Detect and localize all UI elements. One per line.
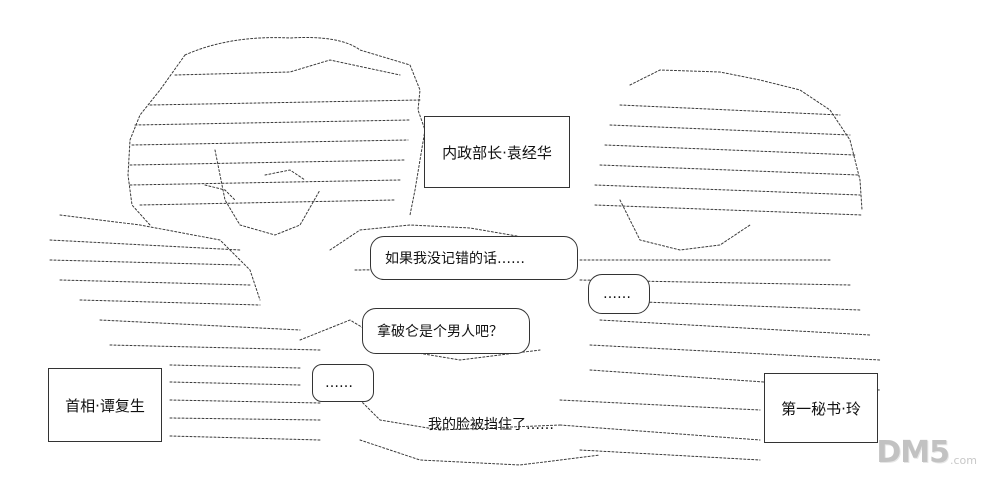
hair-strand-7 [139, 199, 396, 206]
hair-outline-right [629, 69, 863, 211]
body-left-2 [49, 259, 241, 266]
hair-right-1 [619, 104, 841, 116]
hair-strand-6 [129, 179, 401, 186]
shoulder-left [59, 214, 261, 301]
body-right-7 [559, 399, 761, 411]
stripes-2 [169, 364, 301, 369]
body-right-5 [589, 344, 881, 361]
eye-left-1 [204, 184, 236, 201]
watermark-domain-text: .com [950, 454, 977, 467]
body-right-8 [559, 424, 761, 441]
speech-ellipsis-right-text: …… [603, 286, 631, 302]
stripes-4 [169, 399, 321, 404]
label-prime-minister: 首相·谭复生 [48, 368, 162, 442]
stripes-1 [109, 344, 321, 351]
hair-strand-1 [174, 59, 401, 76]
body-left-3 [59, 279, 251, 286]
caption-line3: 我的脸被挡住了…… [428, 414, 554, 434]
speech-bubble-ellipsis-left: …… [312, 364, 374, 402]
hair-right-3 [604, 144, 856, 156]
middle-figure-body [319, 394, 561, 431]
body-right-4 [599, 319, 871, 336]
hair-outline-left [184, 37, 426, 216]
hair-right-5 [594, 184, 861, 196]
speech-line1-text: 如果我没记错的话…… [385, 251, 525, 267]
eye-left-2 [264, 169, 306, 181]
middle-figure-bottom [359, 439, 601, 466]
speech-bubble-ellipsis-right: …… [588, 274, 650, 314]
stripes-6 [169, 435, 321, 441]
hair-right-4 [599, 164, 859, 176]
dm5-watermark: DM5 .com [876, 438, 977, 468]
body-left-5 [99, 319, 301, 331]
label-interior-minister-text: 内政部长·袁经华 [442, 143, 552, 162]
hair-outline-left-edge [127, 54, 186, 226]
label-prime-minister-text: 首相·谭复生 [65, 396, 145, 415]
body-left-4 [79, 299, 261, 306]
hair-strand-3 [134, 119, 411, 126]
label-first-secretary-text: 第一秘书·玲 [781, 399, 861, 418]
speech-bubble-line1: 如果我没记错的话…… [370, 236, 578, 280]
hair-strand-2 [149, 99, 421, 106]
body-right-9 [579, 449, 761, 461]
speech-bubble-line2: 拿破仑是个男人吧？ [362, 308, 530, 354]
stripes-5 [169, 417, 321, 421]
watermark-logo-text: DM5 [876, 435, 950, 470]
speech-ellipsis-left-text: …… [325, 375, 353, 391]
stripes-3 [169, 381, 301, 386]
caption-line3-text: 我的脸被挡住了…… [428, 417, 554, 433]
face-right [619, 199, 751, 251]
label-interior-minister: 内政部长·袁经华 [424, 116, 570, 188]
hair-right-6 [594, 204, 863, 216]
hair-right-2 [609, 124, 851, 136]
body-left-1 [49, 239, 241, 251]
hair-strand-4 [131, 139, 409, 146]
hair-strand-5 [129, 159, 406, 166]
label-first-secretary: 第一秘书·玲 [764, 373, 878, 443]
middle-figure-head [329, 224, 541, 251]
speech-line2-text: 拿破仑是个男人吧？ [377, 324, 503, 340]
face-left [214, 149, 321, 236]
